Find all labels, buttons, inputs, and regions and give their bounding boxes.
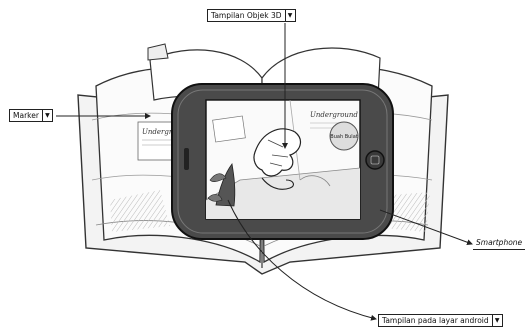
label-smartphone: Smartphone <box>473 237 525 250</box>
label-tampilan-objek-3d-text: Tampilan Objek 3D <box>208 10 285 21</box>
triangle-down-icon[interactable]: ▼ <box>42 110 52 121</box>
screen-title: Underground <box>310 111 358 119</box>
screen-badge-text: Buah Bulat <box>330 134 357 140</box>
home-button-icon <box>366 151 384 169</box>
phone-speaker <box>184 148 189 170</box>
label-tampilan-objek-3d[interactable]: Tampilan Objek 3D ▼ <box>207 9 296 22</box>
triangle-down-icon[interactable]: ▼ <box>492 315 502 326</box>
label-smartphone-text: Smartphone <box>473 237 525 249</box>
screen-marker-card <box>213 116 246 142</box>
label-tampilan-layar-android-text: Tampilan pada layar android <box>379 315 492 326</box>
label-marker[interactable]: Marker ▼ <box>9 109 53 122</box>
label-tampilan-layar-android[interactable]: Tampilan pada layar android ▼ <box>378 314 503 327</box>
label-marker-text: Marker <box>10 110 42 121</box>
triangle-down-icon[interactable]: ▼ <box>285 10 295 21</box>
book-page-tab <box>148 44 168 60</box>
smartphone: Underground Buah Bulat <box>172 84 393 239</box>
